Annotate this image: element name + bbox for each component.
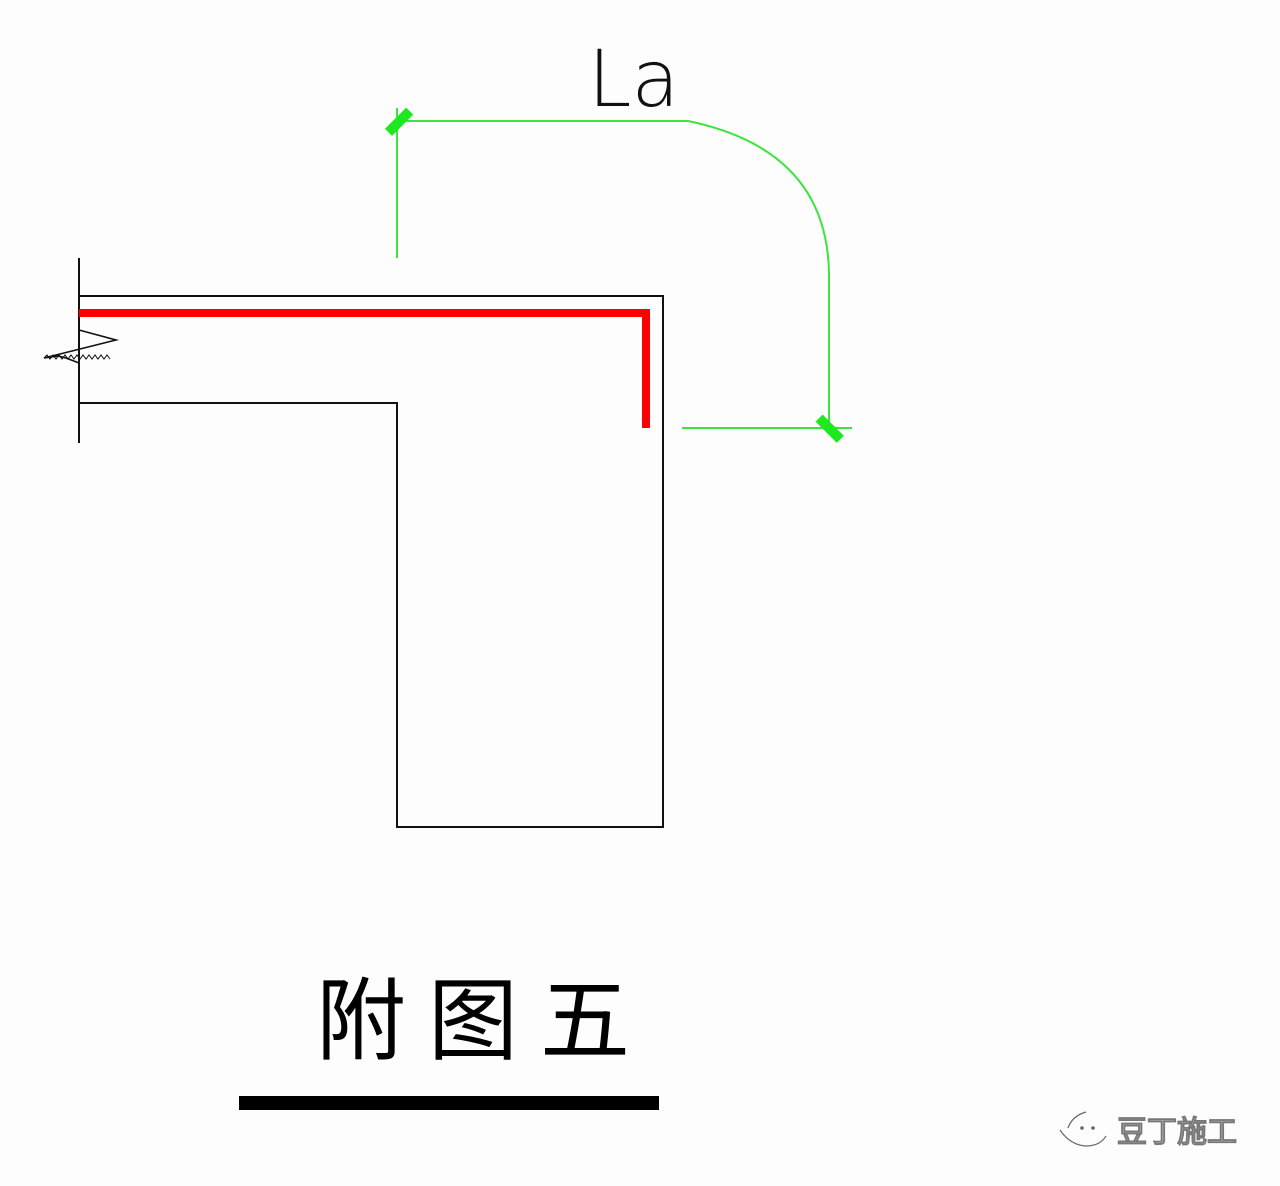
watermark-text: 豆丁施工 <box>1117 1115 1237 1150</box>
dimension-arc <box>397 120 830 428</box>
rebar-line <box>79 309 650 428</box>
concrete-outline <box>78 258 664 828</box>
watermark: 豆丁施工 <box>1059 1111 1237 1150</box>
dimension-tick-bottom <box>815 414 844 443</box>
smiley-face-icon <box>1059 1111 1107 1147</box>
break-line-symbol <box>43 329 120 364</box>
dimension-tick-top <box>384 107 414 136</box>
dimension-label: La <box>588 35 679 125</box>
slab-outline <box>79 295 664 828</box>
dimension-line <box>396 108 852 429</box>
figure-caption: 附图五 <box>316 969 652 1074</box>
caption-underline <box>239 1096 659 1110</box>
